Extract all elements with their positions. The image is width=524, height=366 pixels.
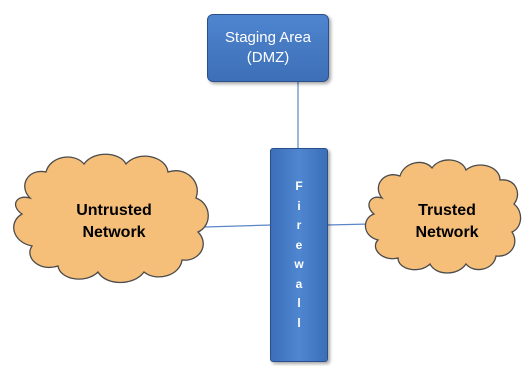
firewall-letter: i xyxy=(297,198,301,213)
firewall-letter: a xyxy=(295,276,303,291)
trusted-network-label: Trusted Network xyxy=(392,200,502,244)
firewall-box: F i r e w a l l xyxy=(270,148,328,362)
firewall-letter: e xyxy=(295,237,303,252)
firewall-letter: F xyxy=(295,179,303,193)
trusted-network-line2: Network xyxy=(415,224,479,241)
staging-area-subtitle: (DMZ) xyxy=(246,49,290,66)
firewall-trusted-connector xyxy=(326,223,371,226)
staging-area-dmz-box: Staging Area (DMZ) xyxy=(207,14,329,82)
untrusted-network-line2: Network xyxy=(82,224,146,241)
untrusted-firewall-connector xyxy=(204,224,272,228)
untrusted-network-cloud-shape xyxy=(13,153,209,284)
firewall-letter: w xyxy=(294,257,304,271)
staging-area-title: Staging Area xyxy=(225,29,311,46)
firewall-letter: l xyxy=(297,315,301,330)
firewall-letter: r xyxy=(296,218,302,232)
untrusted-network-line1: Untrusted xyxy=(76,202,152,219)
trusted-network-cloud-shape xyxy=(364,159,522,274)
untrusted-network-label: Untrusted Network xyxy=(52,200,176,244)
firewall-letter: l xyxy=(297,296,301,310)
trusted-network-line1: Trusted xyxy=(418,202,476,219)
